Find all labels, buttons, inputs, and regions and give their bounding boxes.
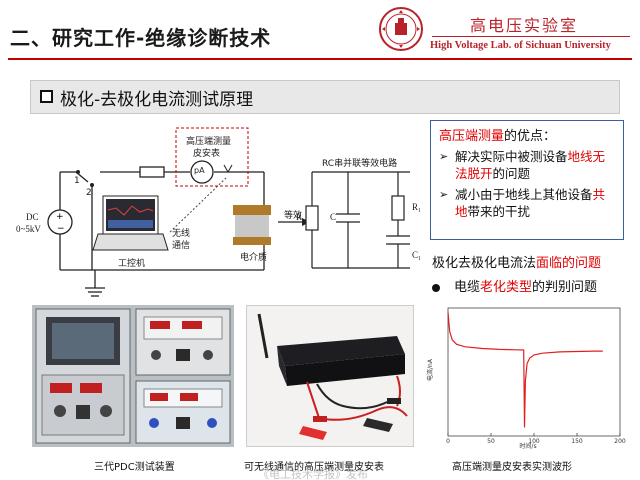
chart-y-axis-label: 电流/nA: [426, 358, 434, 381]
dielectric-block: [235, 215, 269, 237]
advantages-title: 高压端测量的优点：: [439, 129, 557, 144]
lab-name-cn: 高电压实验室: [470, 16, 579, 35]
rc-r1-label: R₁: [412, 202, 422, 212]
chart-x-tick-label: 50: [487, 438, 495, 445]
rc-resistor-r: [305, 205, 319, 231]
pdc-caption: 三代PDC测试装置: [94, 462, 175, 473]
svg-text:−: −: [57, 224, 65, 234]
electrode-bottom: [233, 237, 271, 245]
lab-divider: [432, 36, 630, 37]
chart-x-tick-label: 100: [528, 438, 540, 445]
laptop-keyboard: [92, 233, 169, 251]
advantage-item-2: ➢ 减小由于地线上其他设备共地带来的干扰: [439, 187, 606, 219]
polarization-problem-item: 电缆老化类型的判别问题: [432, 276, 597, 295]
pc-label: 工控机: [118, 259, 146, 269]
series-resistor: [139, 166, 165, 178]
waveform-caption: 高压端测量皮安表实测波形: [452, 462, 572, 473]
chart-x-axis-label: 时间/s: [519, 442, 536, 450]
pa-symbol: pA: [194, 166, 205, 175]
equivalent-label: 等效: [284, 211, 303, 221]
subtitle-bar: [30, 80, 620, 114]
picoammeter-caption: 可无线通信的高压端测量皮安表: [244, 462, 384, 473]
rc-c-label: C: [330, 212, 337, 222]
dc-label: DC: [26, 212, 39, 222]
svg-text:+: +: [56, 212, 64, 222]
switch-contact-2: [90, 183, 94, 187]
picoammeter-image: [247, 306, 413, 446]
picoammeter-icon: [190, 160, 214, 184]
rc-resistor-r1: [391, 195, 405, 221]
advantage-item-1: ➢ 解决实际中被测设备地线无法脱开的问题: [439, 149, 606, 181]
chart-x-tick-label: 0: [446, 438, 450, 445]
switch-contact-1: [76, 170, 80, 174]
pdc-devices-photo: [32, 305, 234, 447]
dielectric-label: 电介质: [240, 253, 268, 263]
electrode-top: [233, 205, 271, 215]
dc-range: 0~5kV: [16, 224, 41, 234]
wireless-link: [169, 177, 227, 233]
picoammeter-photo: [246, 305, 414, 447]
rc-c1-label: C₁: [412, 250, 422, 260]
meter-highlight-box: [175, 127, 249, 187]
subtitle: 极化-去极化电流测试原理: [60, 90, 254, 110]
watermark: 《电工技术学报》发布: [258, 468, 368, 480]
antenna-icon: [223, 164, 233, 173]
polarization-problem-title: 极化去极化电流法面临的问题: [432, 256, 602, 271]
page-title: 二、研究工作-绝缘诊断技术: [10, 26, 272, 50]
arrow-bullet-icon: ➢: [439, 188, 449, 201]
meter-label-1: 高压端测量: [186, 137, 232, 147]
current-series-line: [447, 312, 603, 428]
chart-x-tick-label: 200: [614, 438, 626, 445]
title-divider: [8, 58, 632, 60]
checkbox-icon: [40, 90, 53, 103]
waveform-chart: 0 50 100 150 200 电流/nA 时间/s: [424, 300, 630, 452]
arrow-bullet-icon: ➢: [439, 150, 449, 163]
pdc-devices-image: [32, 305, 234, 447]
wireless-label-1: 无线: [172, 229, 191, 239]
switch-label-1: 1: [74, 176, 80, 186]
dc-source-icon: [47, 209, 73, 235]
bullet-icon: [432, 283, 440, 292]
lab-name-en: High Voltage Lab. of Sichuan University: [430, 40, 611, 51]
chart-x-tick-label: 150: [571, 438, 583, 445]
rc-r-label: R: [296, 212, 303, 222]
wireless-label-2: 通信: [172, 241, 191, 251]
meter-label-2: 皮安表: [193, 149, 221, 159]
advantages-box: 高压端测量的优点： ➢ 解决实际中被测设备地线无法脱开的问题 ➢ 减小由于地线上…: [430, 120, 624, 240]
university-logo: [379, 7, 423, 51]
chart-background: [424, 300, 630, 452]
switch-label-2: 2: [86, 188, 92, 198]
rc-circuit-title: RC串并联等效电路: [322, 159, 398, 169]
